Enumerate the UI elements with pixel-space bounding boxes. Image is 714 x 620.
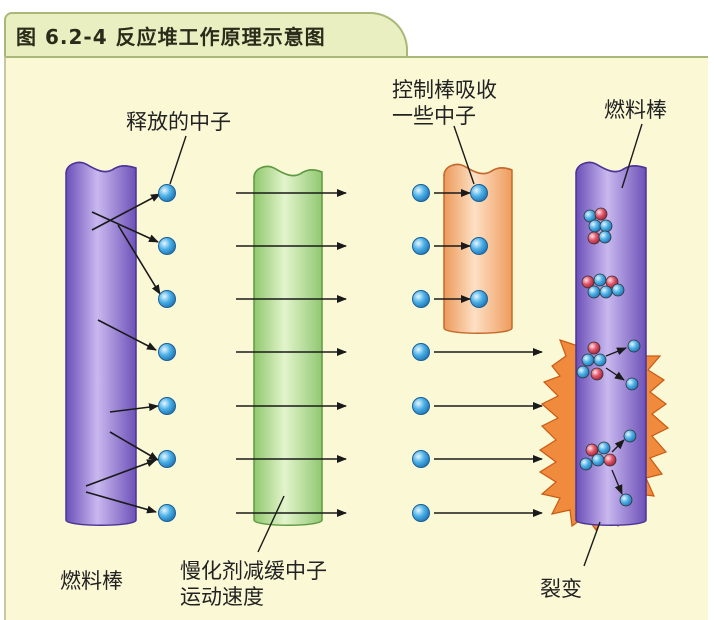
label-control-rod-line1: 控制棒吸收 [392, 78, 497, 102]
label-fission: 裂变 [540, 577, 582, 601]
label-fuel-rod-top-right: 燃料棒 [604, 98, 667, 122]
nucleus-cluster-4 [579, 429, 637, 507]
fuel-rod-left [65, 161, 137, 526]
nucleus-cluster-3 [576, 339, 641, 391]
label-released-neutron: 释放的中子 [126, 110, 231, 134]
moderator-leader [257, 495, 285, 553]
label-moderator-line2: 运动速度 [180, 585, 264, 609]
fission-fragment-paths [605, 347, 627, 495]
figure-title: 图 6.2-4 反应堆工作原理示意图 [16, 25, 326, 49]
fission-leader [583, 521, 601, 567]
label-control-rod-line2: 一些中子 [392, 104, 476, 128]
moderator-rod [253, 165, 323, 526]
label-fuel-rod-bottom-left: 燃料棒 [60, 569, 123, 593]
slowed-neutrons [412, 184, 430, 522]
nucleus-cluster-2 [581, 273, 625, 299]
fuel-rod-right-leader [621, 123, 643, 189]
released-neutron-leader [169, 135, 187, 185]
absorbed-neutron-paths [434, 189, 471, 303]
nucleus-cluster-1 [583, 207, 613, 245]
moderator-neutron-paths [236, 189, 347, 517]
label-moderator-line1: 慢化剂减缓中子 [180, 559, 327, 583]
fission-paths-left [85, 193, 161, 514]
released-neutrons [158, 184, 176, 522]
title-tab [4, 12, 408, 56]
control-rod-leader [453, 125, 475, 185]
absorbed-neutrons [470, 184, 488, 308]
incoming-neutron-paths [434, 348, 543, 517]
